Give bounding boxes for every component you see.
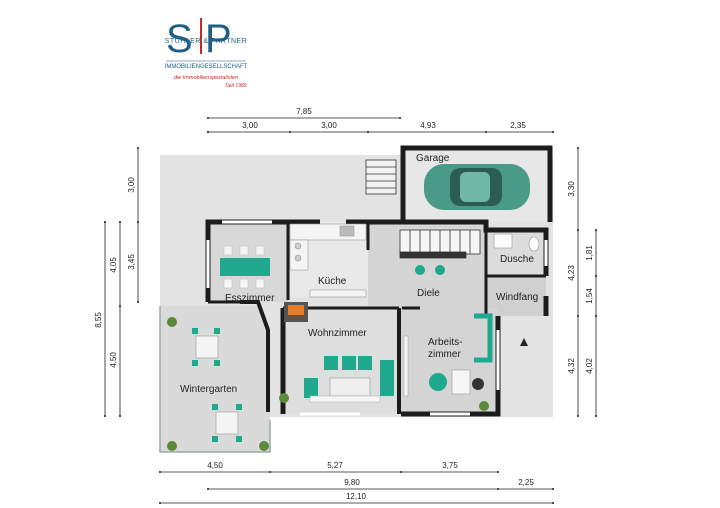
logo-tagline: die Immobilienspezialisten xyxy=(174,75,238,81)
dim-left-345: 3,45 xyxy=(127,254,136,270)
wintergarten-glass xyxy=(159,306,271,453)
dim-bottom-225: 2,25 xyxy=(518,478,534,487)
garden-stairs xyxy=(365,159,397,195)
dim-bottom-450: 4,50 xyxy=(207,461,223,470)
logo-subtitle: IMMOBILIENGESELLSCHAFT xyxy=(165,64,248,70)
dim-right-154: 1,54 xyxy=(585,288,594,304)
dim-right-432: 4,32 xyxy=(567,358,576,374)
room-label-wohnzimmer: Wohnzimmer xyxy=(308,328,367,339)
room-label-arbeitszimmer-line1: Arbeits- xyxy=(428,337,462,348)
dim-right-181: 1,81 xyxy=(585,245,594,261)
kitchen-units xyxy=(289,223,367,298)
dim-top-total: 7,85 xyxy=(296,107,312,116)
svg-text:S: S xyxy=(166,17,193,61)
dim-left-405: 4,05 xyxy=(109,257,118,273)
wintergarten-floor xyxy=(160,306,270,452)
svg-text:P: P xyxy=(205,17,232,61)
dim-right-402: 4,02 xyxy=(585,358,594,374)
room-label-windfang: Windfang xyxy=(496,292,538,303)
dim-bottom-980: 9,80 xyxy=(344,478,360,487)
plants xyxy=(167,317,489,451)
car-icon xyxy=(424,164,530,210)
room-label-wintergarten: Wintergarten xyxy=(180,384,237,395)
dim-top-2: 3,00 xyxy=(321,121,337,130)
dim-left-300: 3,00 xyxy=(127,177,136,193)
fireplace-fire xyxy=(288,305,304,315)
dim-bottom-527: 5,27 xyxy=(327,461,343,470)
logo-mark: S P xyxy=(166,17,232,61)
dimension-lines xyxy=(103,116,598,505)
bathroom-fixtures xyxy=(493,233,540,252)
diele-seat xyxy=(435,265,445,275)
dim-top-3: 4,93 xyxy=(420,121,436,130)
windows xyxy=(206,220,548,416)
room-label-kueche: Küche xyxy=(318,276,347,287)
diele-seat xyxy=(415,265,425,275)
room-label-dusche: Dusche xyxy=(500,254,534,265)
dining-set xyxy=(220,245,270,289)
dim-bottom-1210: 12,10 xyxy=(346,492,367,501)
logo-since: Seit 1989 xyxy=(225,83,246,89)
room-label-arbeitszimmer-line2: zimmer xyxy=(428,349,461,360)
wintergarten-furniture xyxy=(192,328,242,442)
wintergarten-wall xyxy=(240,300,270,412)
dim-top-4: 2,35 xyxy=(510,121,526,130)
company-logo: S P STÜHLER & PARTNER IMMOBILIENGESELLSC… xyxy=(165,17,248,89)
room-label-esszimmer: Esszimmer xyxy=(225,293,275,304)
dim-top-1: 3,00 xyxy=(242,121,258,130)
dim-left-855: 8,55 xyxy=(94,312,103,328)
interior-stairs xyxy=(399,229,481,259)
dim-right-423: 4,23 xyxy=(567,265,576,281)
dim-right-330: 3,30 xyxy=(567,181,576,197)
logo-brand: STÜHLER & PARTNER xyxy=(165,37,248,45)
room-label-diele: Diele xyxy=(417,288,440,299)
dim-left-450: 4,50 xyxy=(109,352,118,368)
living-furniture xyxy=(304,356,394,403)
office-furniture xyxy=(403,313,493,397)
room-label-garage: Garage xyxy=(416,153,450,164)
entrance-arrow-icon xyxy=(520,338,528,346)
dim-bottom-375: 3,75 xyxy=(442,461,458,470)
